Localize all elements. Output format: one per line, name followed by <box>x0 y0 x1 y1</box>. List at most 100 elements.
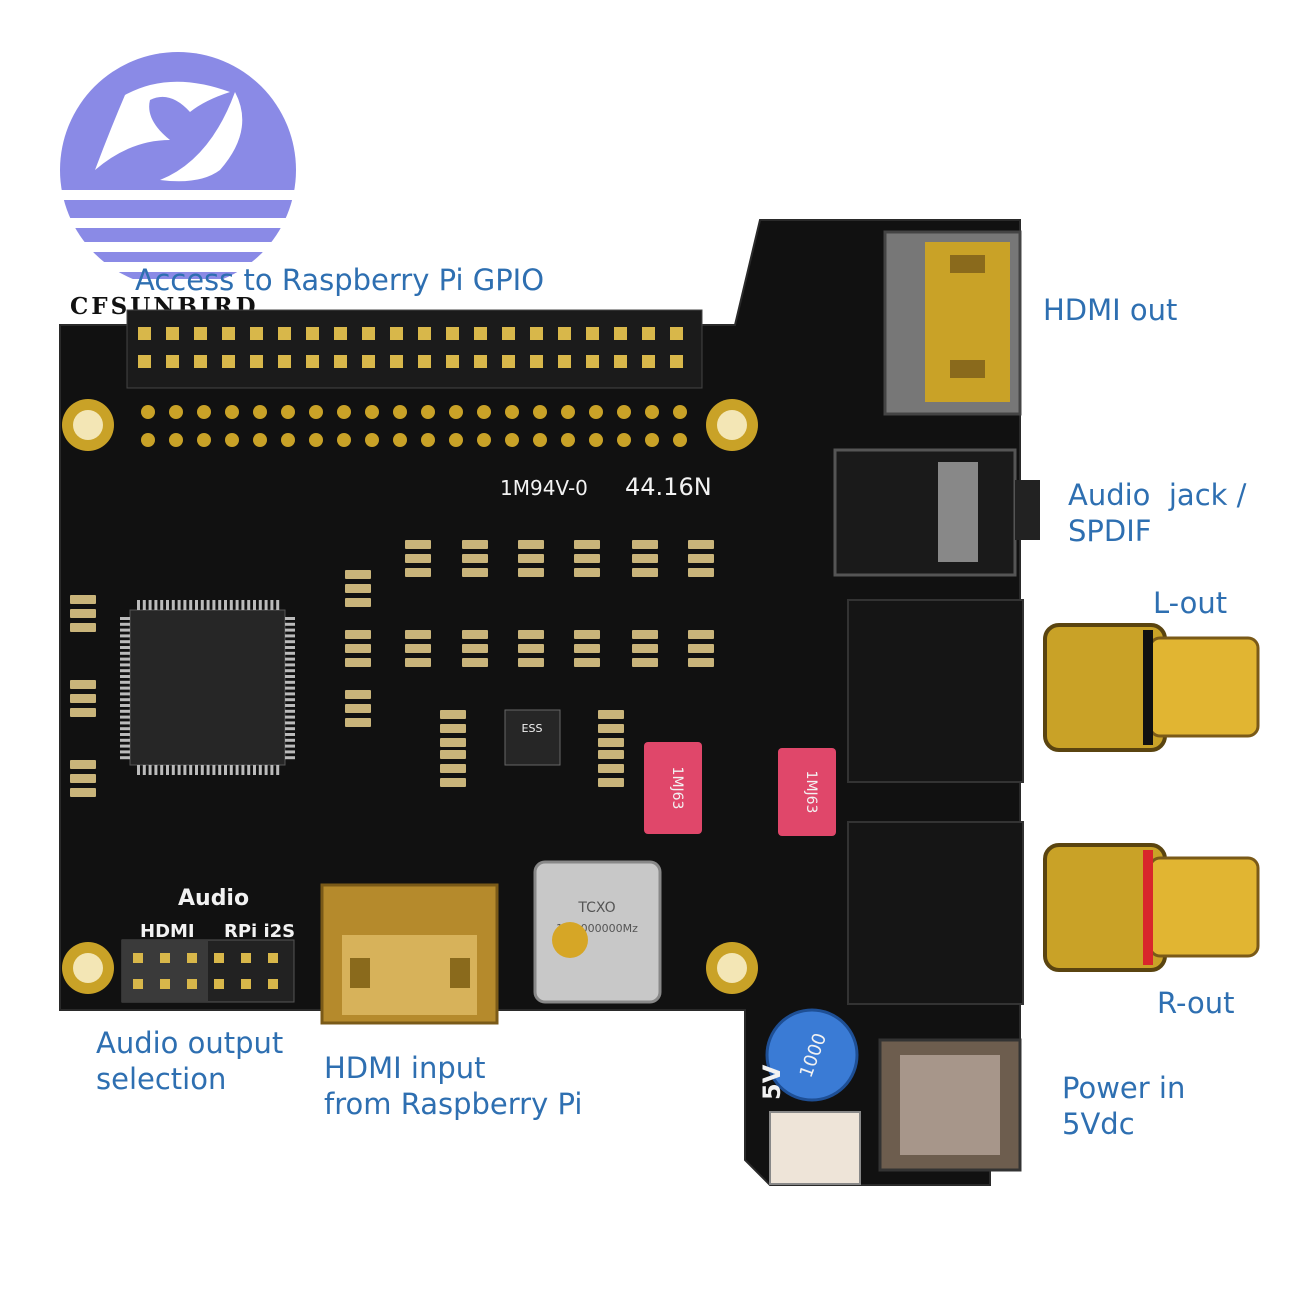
chip-leg <box>218 600 222 610</box>
gpio-pin <box>558 355 571 368</box>
gpio-pad <box>309 405 323 419</box>
smd-part <box>70 760 96 769</box>
gpio-pin <box>138 355 151 368</box>
chip-leg <box>229 600 233 610</box>
gpio-pin <box>586 355 599 368</box>
chip-leg <box>120 675 130 678</box>
smd-part <box>70 708 96 717</box>
dac-chip <box>504 709 561 766</box>
chip-leg <box>195 600 198 610</box>
label-r-out: R-out <box>1157 986 1235 1020</box>
gpio-pin <box>390 327 403 340</box>
gpio-pad <box>393 433 407 447</box>
chip-leg <box>120 663 130 667</box>
gpio-pin <box>390 355 403 368</box>
gpio-pad <box>589 433 603 447</box>
chip-leg <box>285 628 295 632</box>
chip-leg <box>120 721 130 725</box>
chip-leg <box>212 600 216 610</box>
gpio-pad <box>561 405 575 419</box>
gpio-pin <box>362 355 375 368</box>
smd-part <box>440 778 466 787</box>
smd-part <box>518 658 544 667</box>
chip-leg <box>120 651 130 655</box>
header-pin <box>214 953 224 963</box>
chip-leg <box>120 704 130 707</box>
gpio-pad <box>337 433 351 447</box>
chip-leg <box>285 686 295 690</box>
smd-part <box>518 644 544 653</box>
header-pin <box>268 979 278 989</box>
gpio-pad <box>169 405 183 419</box>
smd-part <box>462 630 488 639</box>
chip-leg <box>120 715 130 719</box>
smd-part <box>440 750 466 759</box>
chip-leg <box>189 600 193 610</box>
chip-leg <box>189 765 193 775</box>
gpio-pin <box>502 355 515 368</box>
smd-part <box>632 554 658 563</box>
chip-leg <box>154 600 158 610</box>
white-power-connector <box>769 1111 861 1185</box>
svg-text:RPi i2S: RPi i2S <box>224 921 295 942</box>
rca-housing-right <box>847 821 1024 1005</box>
smd-part <box>70 595 96 604</box>
header-pin <box>268 953 278 963</box>
smd-part <box>598 750 624 759</box>
mounting-holes <box>62 399 758 994</box>
gpio-pad <box>253 405 267 419</box>
chip-leg <box>177 765 181 775</box>
smd-part <box>632 630 658 639</box>
gpio-pin <box>418 327 431 340</box>
gpio-pad <box>141 405 155 419</box>
brand-logo <box>0 0 320 320</box>
film-capacitor-left <box>644 742 702 834</box>
label-l-out: L-out <box>1153 586 1228 620</box>
gpio-pad <box>141 433 155 447</box>
gpio-pin <box>474 327 487 340</box>
gpio-pad <box>337 405 351 419</box>
smd-part <box>405 630 431 639</box>
smd-part <box>405 554 431 563</box>
smd-part <box>598 724 624 733</box>
chip-leg <box>154 765 158 775</box>
chip-leg <box>241 765 245 775</box>
gpio-pin <box>222 327 235 340</box>
gpio-pad <box>477 405 491 419</box>
gpio-pin <box>642 355 655 368</box>
chip-leg <box>120 686 130 690</box>
gpio-pin <box>166 327 179 340</box>
chip-leg <box>285 675 295 678</box>
smd-part <box>345 598 371 607</box>
chip-leg <box>285 622 295 626</box>
chip-leg <box>200 765 204 775</box>
chip-leg <box>224 765 227 775</box>
gpio-pad <box>645 433 659 447</box>
smd-part <box>632 644 658 653</box>
chip-leg <box>264 765 268 775</box>
gpio-pin <box>474 355 487 368</box>
smd-part <box>345 690 371 699</box>
smd-part <box>462 540 488 549</box>
smd-part <box>440 724 466 733</box>
chip-leg <box>285 669 295 673</box>
chip-leg <box>120 733 130 736</box>
label-audio-output-selection: Audio output selection <box>96 1026 284 1097</box>
smd-part <box>598 710 624 719</box>
smd-part <box>518 568 544 577</box>
chip-leg <box>276 765 280 775</box>
chip-leg <box>120 692 130 696</box>
chip-leg <box>120 750 130 754</box>
svg-text:HDMI: HDMI <box>140 921 195 942</box>
gpio-pad <box>421 433 435 447</box>
chip-leg <box>285 756 295 760</box>
gpio-pin <box>222 355 235 368</box>
chip-leg <box>285 657 295 661</box>
smd-part <box>688 540 714 549</box>
label-hdmi-input: HDMI input from Raspberry Pi <box>324 1051 583 1122</box>
smd-part <box>598 778 624 787</box>
smd-part <box>70 609 96 618</box>
smd-part <box>462 658 488 667</box>
smd-part <box>688 630 714 639</box>
chip-leg <box>285 733 295 736</box>
